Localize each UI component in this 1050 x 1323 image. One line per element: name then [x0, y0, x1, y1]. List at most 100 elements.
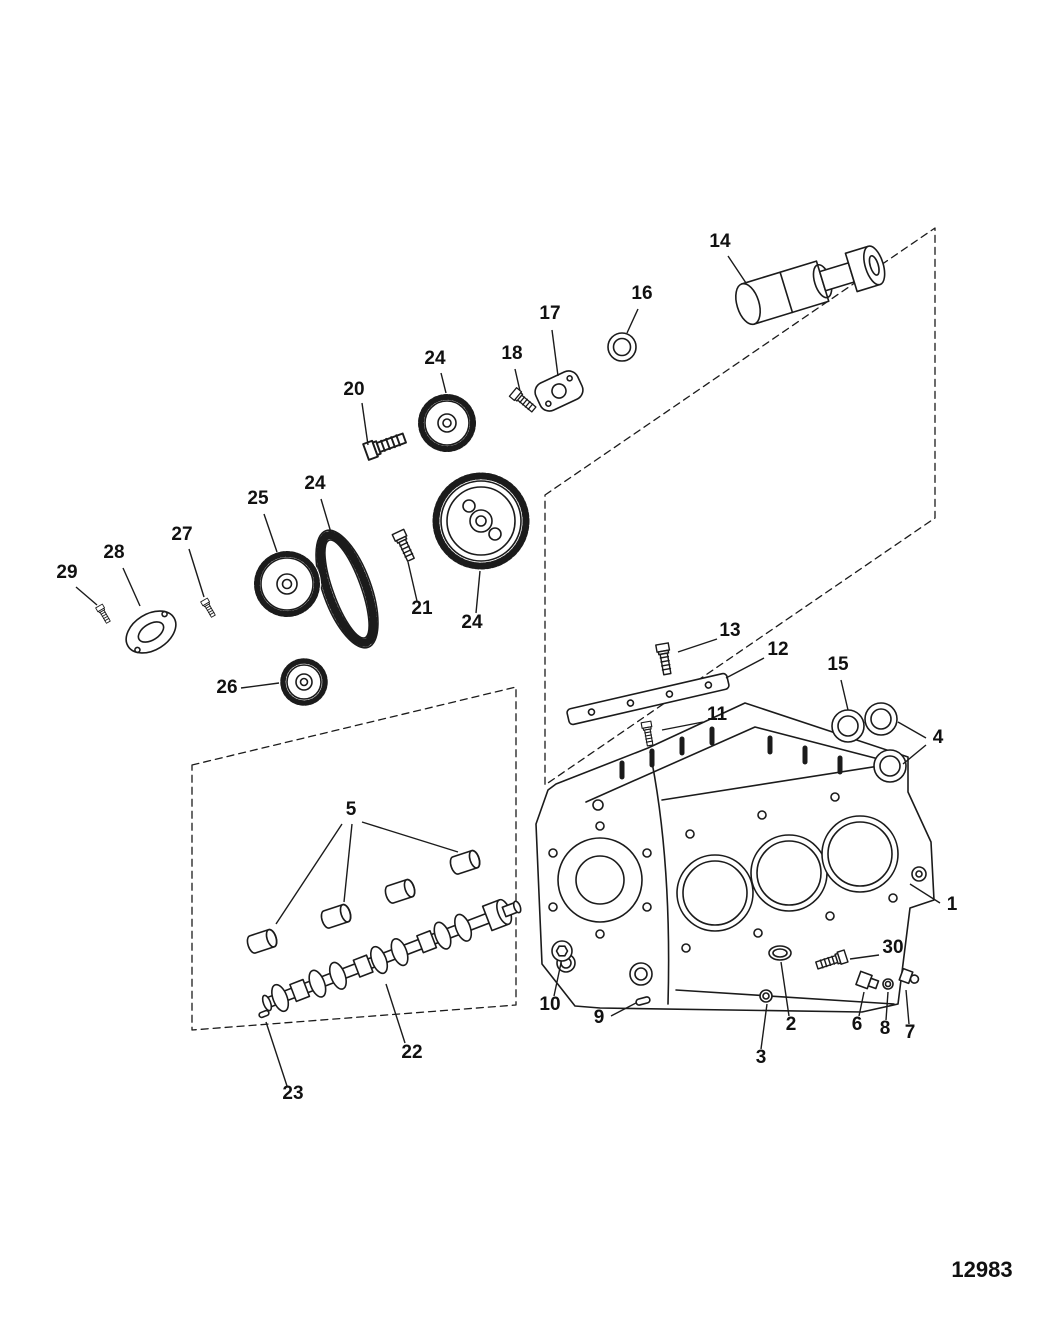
part-27-screw: [200, 597, 218, 619]
callout-23: 23: [282, 1083, 303, 1104]
leader-4: [897, 721, 927, 739]
part-24-cam-gear: [431, 471, 531, 571]
cylinder-bores: [676, 815, 899, 932]
callout-30: 30: [882, 937, 903, 958]
part-20-bolt: [362, 429, 409, 461]
part-28-cover-plate: [125, 610, 177, 654]
callout-4: 4: [933, 727, 944, 748]
leader-2: [780, 961, 790, 1017]
leader-30: [849, 954, 880, 960]
part-16-ring: [607, 332, 637, 362]
part-17-retainer-plate: [534, 370, 584, 412]
callout-11: 11: [707, 704, 728, 725]
part-7-fitting: [898, 967, 920, 985]
callout-3: 3: [756, 1047, 767, 1068]
callout-16: 16: [631, 283, 652, 304]
part-22-camshaft: [261, 898, 522, 1013]
timing-cover-face: [548, 799, 653, 986]
part-21-bolt: [391, 528, 418, 564]
callout-25: 25: [247, 488, 269, 509]
leader-14: [727, 255, 747, 284]
callout-24a: 24: [424, 348, 446, 369]
leader-5: [275, 823, 343, 925]
callout-20: 20: [343, 379, 364, 400]
leader-26: [240, 682, 280, 689]
leader-28: [122, 567, 141, 607]
part-10-socket-plug: [551, 940, 573, 962]
part-25-sprocket: [253, 550, 321, 618]
dashed-boundary-upper: [544, 227, 936, 786]
leader-8: [885, 991, 889, 1021]
leader-5: [343, 823, 353, 903]
part-26-gear: [279, 657, 329, 707]
leader-3: [760, 1003, 768, 1050]
part-24-upper-gear: [417, 393, 477, 453]
part-15-seal-ring: [831, 709, 865, 743]
part-4-bearing-rings: [864, 702, 907, 783]
callout-18: 18: [501, 343, 522, 364]
part-24-timing-chain: [315, 529, 379, 649]
part-9-dowel-pin: [635, 996, 651, 1006]
callout-26: 26: [216, 677, 237, 698]
leader-24a: [440, 372, 447, 394]
leader-12: [725, 657, 765, 679]
part-6-fitting: [855, 970, 880, 990]
leader-24b: [475, 570, 481, 614]
leader-20: [361, 402, 369, 446]
leader-5: [361, 821, 459, 853]
leader-29: [75, 586, 98, 606]
leader-21: [407, 561, 418, 602]
callout-21: 21: [411, 598, 433, 619]
leader-23: [265, 1021, 288, 1087]
part-23-pin: [258, 1009, 270, 1019]
callout-24b: 24: [461, 612, 483, 633]
leader-6: [858, 991, 865, 1017]
callout-13: 13: [719, 620, 740, 641]
part-3-plug: [759, 989, 773, 1003]
part-14-bearing-and-shaft: [735, 245, 886, 326]
callout-17: 17: [539, 303, 560, 324]
part-12-retainer-bracket: [566, 672, 730, 726]
leader-22: [385, 983, 406, 1044]
part-13-bolt: [655, 642, 675, 676]
leader-7: [905, 989, 910, 1025]
leader-15: [840, 679, 849, 711]
leader-25: [263, 513, 278, 553]
leader-17: [551, 329, 559, 377]
leader-1: [909, 883, 941, 904]
callout-27: 27: [171, 524, 192, 545]
callout-29: 29: [56, 562, 77, 583]
part-2-seal-ring: [768, 945, 792, 961]
leader-24c: [320, 498, 333, 537]
part-1-cylinder-block: [535, 702, 935, 1013]
leader-9: [610, 1002, 637, 1017]
part-18-bolt: [508, 387, 539, 415]
callout-10: 10: [539, 994, 560, 1015]
callout-6: 6: [852, 1014, 863, 1035]
callout-1: 1: [947, 894, 958, 915]
leader-13: [677, 638, 718, 653]
leader-27: [188, 548, 205, 598]
callout-14: 14: [709, 231, 731, 252]
dashed-boundary-lower: [191, 686, 517, 1031]
leader-11: [661, 721, 704, 731]
callout-2: 2: [786, 1014, 797, 1035]
callout-7: 7: [905, 1022, 916, 1043]
callout-9: 9: [594, 1007, 605, 1028]
callout-22: 22: [401, 1042, 422, 1063]
callout-5: 5: [346, 799, 357, 820]
part-8-washer: [882, 978, 894, 990]
leader-4: [902, 744, 927, 765]
callout-12: 12: [767, 639, 788, 660]
callout-24c: 24: [304, 473, 326, 494]
callout-28: 28: [103, 542, 124, 563]
leader-10: [553, 962, 562, 997]
callout-8: 8: [880, 1018, 891, 1039]
callout-15: 15: [827, 654, 849, 675]
leader-18: [514, 368, 521, 392]
leader-16: [626, 308, 639, 334]
part-29-screw: [95, 603, 113, 625]
